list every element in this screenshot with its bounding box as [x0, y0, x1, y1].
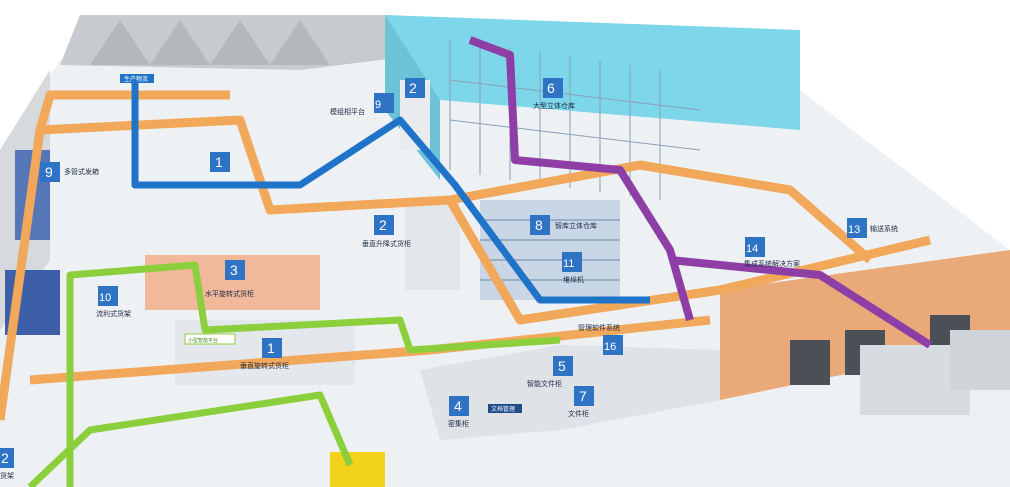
svg-text:2: 2: [379, 217, 387, 233]
svg-text:2: 2: [409, 80, 417, 96]
svg-text:1: 1: [215, 154, 223, 170]
vertical-lift-2: [405, 200, 460, 290]
label-10: 模组相平台: [330, 107, 365, 116]
label-16: 管理软件系统: [578, 323, 620, 332]
orange-route: [0, 90, 932, 421]
tag-production-text: 生产物流: [124, 75, 148, 83]
label-7: 大型立体仓库: [533, 101, 575, 110]
badge-13: 11: [562, 252, 582, 272]
badge-7: 6: [543, 78, 563, 98]
badge-6: 7: [574, 386, 594, 406]
yellow-box: [330, 452, 385, 487]
svg-text:16: 16: [604, 341, 616, 353]
badge-5: 5: [553, 356, 573, 376]
tag-green-platform: [184, 333, 236, 345]
office-area: [420, 345, 720, 440]
badge-16: 16: [603, 335, 623, 355]
label-13: 堆垛机: [563, 275, 584, 284]
svg-text:5: 5: [558, 358, 566, 374]
badge-10: 9: [374, 93, 394, 113]
svg-text:1: 1: [267, 340, 275, 356]
svg-text:10: 10: [99, 292, 111, 304]
label-1: 垂直旋转式货柜: [240, 361, 289, 370]
badge-1-top: 1: [210, 152, 230, 172]
label-4: 密集柜: [448, 419, 469, 428]
svg-text:9: 9: [375, 99, 381, 111]
label-11: 流利式货架: [96, 309, 131, 318]
label-3: 水平旋转式货柜: [205, 289, 254, 298]
badge-15: 14: [745, 237, 765, 257]
badge-14: 13: [847, 218, 867, 238]
svg-text:13: 13: [848, 224, 860, 236]
svg-text:9: 9: [45, 164, 53, 180]
high-bay-racks: [449, 40, 701, 200]
label-5: 智能文件柜: [527, 379, 562, 388]
badge-8: 8: [530, 215, 550, 235]
tag-production: [120, 74, 154, 83]
label-9: 多管式发箱: [64, 167, 99, 176]
badge-3: 3: [225, 260, 245, 280]
green-route: [27, 261, 561, 487]
label-6: 文件柜: [568, 409, 589, 418]
badge-11: 10: [98, 286, 118, 306]
svg-text:2: 2: [1, 450, 9, 466]
svg-text:3: 3: [230, 262, 238, 278]
label-15: 集成系统解决方案: [744, 259, 800, 268]
svg-text:14: 14: [746, 243, 758, 255]
badge-2-top: 2: [405, 78, 425, 98]
truck-2: [950, 330, 1010, 390]
label-8: 智库立体仓库: [555, 221, 597, 230]
svg-text:4: 4: [454, 398, 462, 414]
badge-1-mid: 1: [262, 338, 282, 358]
label-14: 输送系统: [870, 224, 898, 233]
badge-4: 4: [449, 396, 469, 416]
svg-text:8: 8: [535, 217, 543, 233]
label-2: 垂直升降式货柜: [362, 239, 411, 248]
svg-text:7: 7: [579, 388, 587, 404]
svg-text:11: 11: [563, 258, 574, 270]
badge-9: 9: [40, 162, 60, 182]
tag-green-platform-text: 小型智能平台: [188, 337, 218, 344]
dock-door-1: [790, 340, 830, 385]
blue-route: [131, 80, 650, 304]
svg-text:6: 6: [547, 80, 555, 96]
roof-ridges: [90, 20, 330, 65]
label-2-bottom: 货架: [0, 471, 14, 480]
tag-desk: [488, 404, 522, 413]
tag-desk-text: 文档管理: [491, 405, 515, 413]
badge-2-bottom: 2: [0, 448, 14, 468]
badge-2-mid: 2: [374, 215, 394, 235]
purple-route: [468, 36, 933, 349]
